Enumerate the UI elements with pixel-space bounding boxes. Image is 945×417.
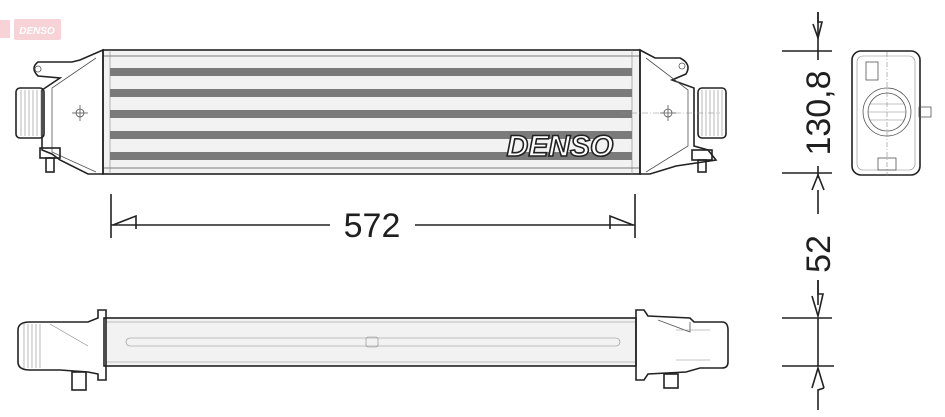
length-label: 572 xyxy=(344,207,401,245)
left-sensor-mark xyxy=(72,105,88,121)
arrow-down-icon xyxy=(811,280,825,320)
arrow-up-icon xyxy=(811,365,825,389)
arrow-left-icon xyxy=(112,214,137,229)
depth-label: 52 xyxy=(800,235,838,273)
core-tube xyxy=(110,152,632,160)
logo-text: DENSO xyxy=(19,26,55,37)
top-core-slot xyxy=(125,337,621,347)
core-tube xyxy=(110,68,632,76)
core-tube xyxy=(110,131,632,139)
top-left-tank xyxy=(17,309,107,381)
right-mount-pin xyxy=(691,149,713,173)
core-tubes xyxy=(110,68,632,160)
side-view xyxy=(851,50,932,176)
front-view: DENSO xyxy=(15,48,727,175)
arrow-up-icon xyxy=(811,172,825,191)
top-core-clip xyxy=(365,336,379,348)
logo-left-block xyxy=(0,20,10,38)
depth-dimension: 52 xyxy=(782,190,838,410)
left-mount-pin xyxy=(39,147,61,173)
left-tank xyxy=(33,48,104,175)
core-tube xyxy=(110,110,632,118)
core-tube xyxy=(110,89,632,97)
top-view xyxy=(17,309,729,391)
top-right-tank xyxy=(635,309,729,381)
core-brand-text: DENSO xyxy=(507,130,614,163)
length-dimension: 572 xyxy=(110,194,636,245)
arrow-right-icon xyxy=(609,214,634,229)
height-label: 130,8 xyxy=(800,70,838,155)
height-label-bg xyxy=(805,60,831,166)
left-inlet-pipe xyxy=(15,87,45,139)
right-tank xyxy=(639,48,718,175)
top-right-pin xyxy=(663,373,679,389)
denso-logo-watermark: DENSO xyxy=(0,19,61,40)
logo-badge xyxy=(14,19,61,40)
mount-hole-icon xyxy=(34,65,42,73)
side-outline xyxy=(851,50,921,176)
height-dimension: 130,8 xyxy=(782,12,838,191)
mount-hole-icon xyxy=(678,62,686,70)
top-left-pin xyxy=(71,371,87,391)
top-core-outline xyxy=(103,317,637,367)
arrow-down-icon xyxy=(812,12,824,41)
side-tab xyxy=(918,106,932,118)
